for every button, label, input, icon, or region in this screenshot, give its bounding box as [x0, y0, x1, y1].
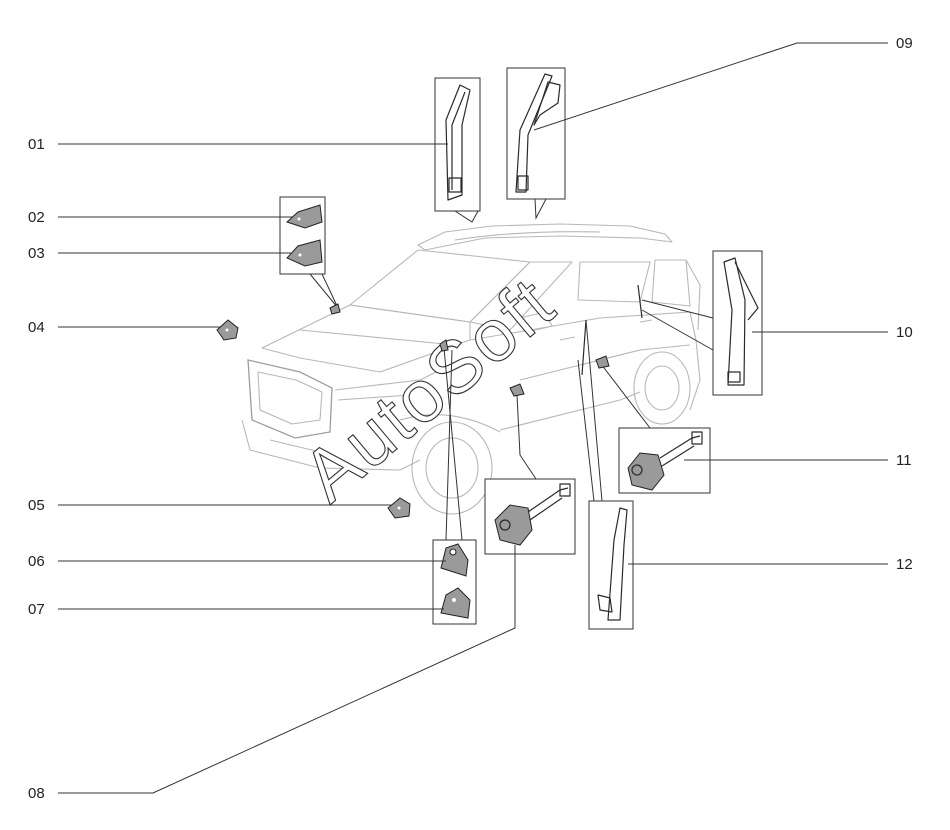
part-12-box: [577, 319, 634, 630]
callout-04: 04: [28, 319, 45, 336]
callout-leaders: [58, 42, 888, 794]
part-11-box: [597, 359, 711, 494]
callout-07: 07: [28, 601, 45, 618]
part-05: [387, 497, 411, 519]
callout-12: 12: [896, 556, 913, 573]
part-09-box: [506, 67, 566, 220]
callout-08: 08: [28, 785, 45, 802]
callout-09: 09: [896, 35, 913, 52]
part-04: [216, 319, 239, 341]
callout-05: 05: [28, 497, 45, 514]
callout-06: 06: [28, 553, 45, 570]
callout-01: 01: [28, 136, 45, 153]
part-10-box: [641, 250, 763, 396]
part-08-box: [484, 394, 576, 555]
callout-11: 11: [896, 452, 912, 469]
callout-02: 02: [28, 209, 45, 226]
car-mount-markers: [329, 284, 643, 397]
callout-10: 10: [896, 324, 913, 341]
callout-03: 03: [28, 245, 45, 262]
part-02-03-box: [279, 196, 339, 309]
part-01-box: [434, 77, 481, 223]
